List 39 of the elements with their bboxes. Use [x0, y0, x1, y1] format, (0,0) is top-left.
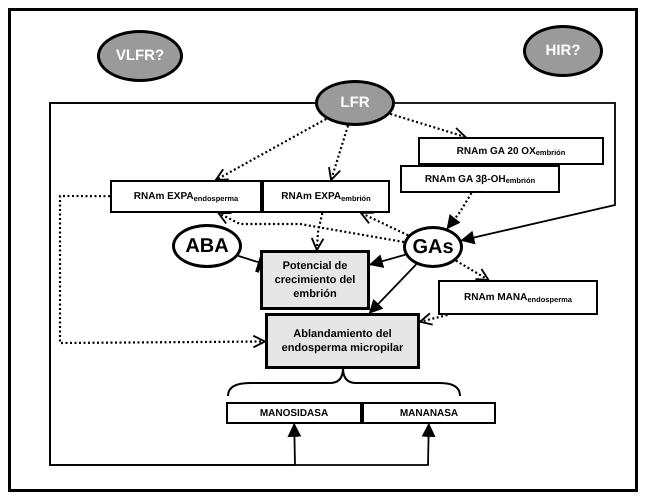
- node-label: MANANASA: [400, 406, 458, 420]
- node-label: VLFR?: [116, 46, 164, 66]
- arrow: [395, 102, 616, 244]
- process-box: [418, 137, 604, 165]
- node-label: Potencial de crecimiento del embrión: [274, 259, 356, 301]
- arrow: [310, 212, 324, 251]
- arrow: [217, 212, 404, 244]
- node-label: LFR: [340, 92, 370, 113]
- arrow: [214, 118, 327, 181]
- process-box: [226, 402, 362, 424]
- arrow: [455, 260, 490, 281]
- ellipse-node: [403, 226, 463, 268]
- ellipse-node: [315, 80, 395, 126]
- node-label: RNAm GA 3β-OH$_{embrión}$: [424, 172, 536, 186]
- node-label: RNAm GA 20 OX$_{embrión}$: [456, 144, 566, 158]
- arrow: [368, 264, 417, 314]
- process-box: [400, 165, 560, 193]
- arrow: [446, 192, 472, 230]
- arrow: [58, 194, 266, 348]
- node-label: RNAm EXPA$_{endosperma}$: [134, 190, 238, 204]
- outcome-box: [265, 313, 420, 369]
- arrow: [360, 212, 409, 236]
- node-label: ABA: [185, 234, 229, 259]
- ellipse-node: [172, 224, 242, 268]
- process-box: [438, 280, 598, 315]
- arrow: [328, 125, 350, 181]
- process-box: [362, 402, 496, 424]
- node-label: Ablandamiento del endosperma micropilar: [280, 327, 404, 355]
- node-label: MANOSIDASA: [260, 406, 328, 420]
- arrow: [419, 312, 448, 326]
- outcome-box: [260, 250, 370, 310]
- node-label: HIR?: [546, 40, 580, 61]
- process-box: [262, 180, 390, 213]
- arrow: [49, 102, 436, 466]
- process-box: [110, 180, 262, 213]
- node-label: RNAm EXPA$_{embrión}$: [281, 190, 371, 204]
- node-label: GAs: [412, 235, 454, 260]
- node-label: RNAm MANA$_{endosperma}$: [464, 291, 572, 305]
- arrow: [368, 254, 406, 268]
